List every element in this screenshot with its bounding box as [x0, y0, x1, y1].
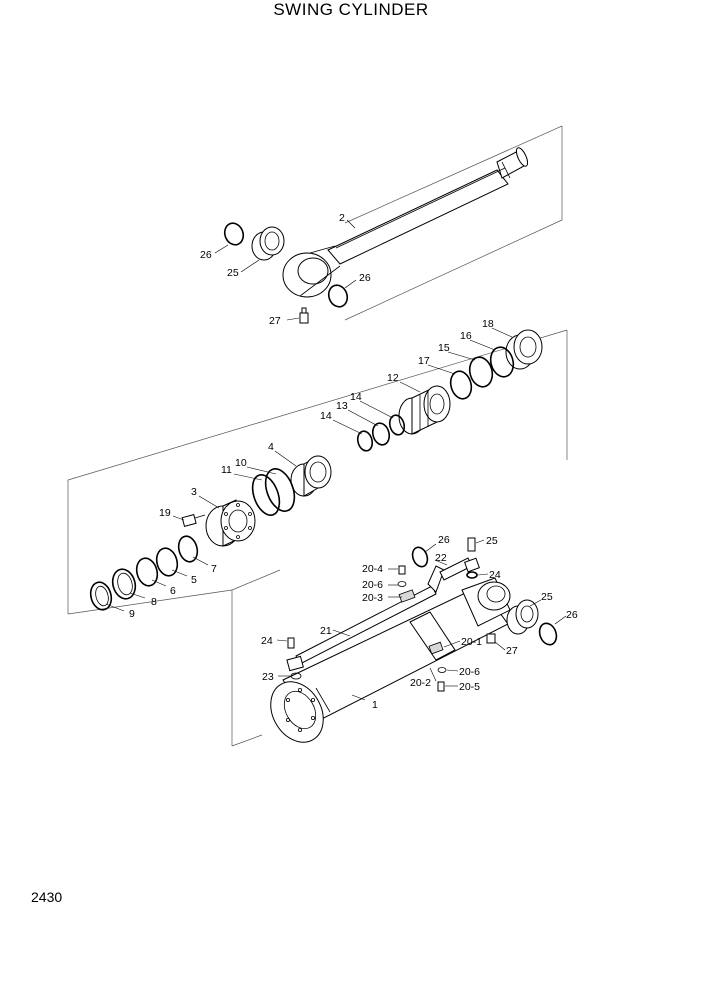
dust-seal-26-top-left — [223, 222, 245, 246]
callout-14: 14 — [320, 410, 332, 422]
bushing-25-bottom — [506, 599, 539, 635]
page-number: 2430 — [31, 889, 63, 905]
callout-21: 21 — [320, 625, 332, 637]
callout-1: 1 — [372, 699, 378, 711]
rod-eye — [282, 245, 341, 298]
callout-26: 26 — [359, 272, 371, 284]
callout-18: 18 — [482, 318, 494, 330]
ring-5 — [155, 547, 179, 577]
callout-6: 6 — [170, 585, 176, 597]
callout-9: 9 — [129, 608, 135, 620]
lock-nut-18 — [505, 329, 543, 370]
ring-14-upper — [388, 414, 406, 436]
callout-2: 2 — [339, 212, 345, 224]
callout-24: 24 — [261, 635, 273, 647]
callout-25: 25 — [486, 535, 498, 547]
callout-7: 7 — [211, 563, 217, 575]
flange-block-24 — [286, 655, 304, 672]
callout-11: 11 — [221, 464, 232, 476]
tube-group-frame — [231, 569, 281, 747]
pipe-22 — [439, 557, 480, 581]
callout-20-5: 20-5 — [459, 681, 480, 693]
wiper-9 — [89, 581, 113, 611]
bolt-24-left — [287, 637, 295, 649]
callout-20-6: 20-6 — [459, 666, 480, 678]
bushing-4 — [290, 455, 332, 497]
bolt-25-top — [467, 537, 476, 552]
callout-20-6: 20-6 — [362, 579, 383, 591]
callout-23: 23 — [262, 671, 274, 683]
piston-group-frame — [67, 329, 568, 615]
piston-12 — [398, 385, 451, 435]
tube-eye — [461, 577, 511, 627]
callout-17: 17 — [418, 355, 430, 367]
ring-6 — [135, 557, 159, 587]
callout-20-3: 20-3 — [362, 592, 383, 604]
callout-leaders-tube — [276, 539, 567, 701]
dust-seal-26-bottom-right — [538, 622, 558, 646]
callout-4: 4 — [268, 441, 274, 453]
ring-11 — [251, 474, 281, 516]
callout-10: 10 — [235, 457, 247, 469]
grease-nipple-27-bottom — [486, 633, 496, 644]
callout-26: 26 — [566, 609, 578, 621]
piston-rod — [327, 147, 529, 265]
callout-leaders-rod — [214, 219, 357, 321]
callout-13: 13 — [336, 400, 348, 412]
callout-26: 26 — [438, 534, 450, 546]
callout-16: 16 — [460, 330, 472, 342]
ring-16 — [489, 346, 515, 378]
page-title: SWING CYLINDER — [273, 0, 429, 19]
dust-seal-26-top-right — [327, 284, 349, 308]
callout-25: 25 — [227, 267, 239, 279]
rod-group-frame — [344, 125, 563, 321]
ring-10 — [264, 468, 296, 512]
ring-13 — [371, 422, 391, 446]
callout-26: 26 — [200, 249, 212, 261]
o-ring-24-right — [466, 571, 478, 579]
callout-22: 22 — [435, 552, 447, 564]
callout-27: 27 — [506, 645, 518, 657]
ring-17 — [449, 370, 473, 400]
ring-7 — [177, 535, 199, 563]
callout-15: 15 — [438, 342, 450, 354]
callout-20-2: 20-2 — [410, 677, 431, 689]
o-ring-23 — [290, 672, 302, 680]
rod-cover-3 — [205, 499, 256, 547]
ring-15 — [468, 356, 494, 388]
callout-12: 12 — [387, 372, 399, 384]
bushing-25-top — [251, 226, 285, 261]
clamp-parts-20 — [397, 565, 447, 692]
callout-3: 3 — [191, 486, 197, 498]
callout-27: 27 — [269, 315, 281, 327]
callout-25: 25 — [541, 591, 553, 603]
ring-14-lower — [356, 430, 374, 452]
callout-24: 24 — [489, 569, 501, 581]
callout-19: 19 — [159, 507, 171, 519]
callout-leaders-piston — [105, 327, 513, 612]
callout-20-1: 20-1 — [461, 636, 482, 648]
grease-nipple-27-top — [299, 307, 309, 324]
callout-14: 14 — [350, 391, 362, 403]
bolt-19 — [181, 513, 206, 527]
callout-5: 5 — [191, 574, 197, 586]
seal-8 — [111, 568, 137, 600]
dust-seal-26-mid — [411, 546, 429, 568]
callout-20-4: 20-4 — [362, 563, 383, 575]
tube-clamp-band — [409, 611, 456, 661]
callout-8: 8 — [151, 596, 157, 608]
